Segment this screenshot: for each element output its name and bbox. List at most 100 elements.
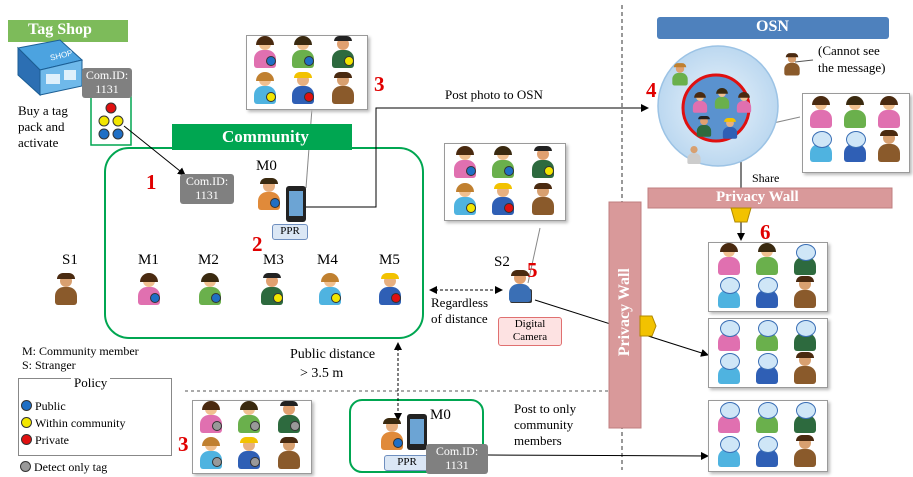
buy-caption-2: pack and <box>18 119 65 134</box>
panel5-pointer <box>527 227 541 284</box>
step-3-bottom: 3 <box>178 432 189 456</box>
activate-arrow <box>123 125 186 176</box>
policy-detect-only: Detect only tag <box>20 460 108 475</box>
camera-label-line-2: Camera <box>512 330 548 343</box>
osn-privacy-wall <box>647 187 893 209</box>
post-photo-arrow <box>306 104 649 208</box>
community-title: Community <box>222 127 309 146</box>
result-panel-3 <box>708 400 828 472</box>
bottom-ppr-label: PPR <box>384 455 430 471</box>
post-only-line-2: community <box>514 417 574 432</box>
osn-figure-2 <box>713 87 731 110</box>
bottom-com-id: Com.ID: 1131 <box>426 444 488 474</box>
post-only-line-1: Post to only <box>514 401 577 416</box>
member-m5-figure <box>376 273 404 307</box>
com-id-label: Com.ID: <box>185 174 229 188</box>
step-6: 6 <box>760 220 771 244</box>
policy-legend-box: Policy Public Within community Private <box>18 375 172 456</box>
regardless-line-2: of distance <box>431 311 488 326</box>
public-distance-line-1: Public distance <box>290 347 376 362</box>
member-m2-figure <box>196 273 224 307</box>
step-5: 5 <box>527 258 538 282</box>
vertical-privacy-wall <box>608 201 642 429</box>
wall-gate <box>639 315 657 337</box>
policy-within-label: Within community <box>35 416 126 430</box>
tag-pack-com-id: Com.ID: 1131 <box>82 68 132 98</box>
owner-label: M0 <box>256 158 277 174</box>
osn-outsider-figure-2 <box>782 53 802 77</box>
legend-s-line: S: Stranger <box>22 358 76 372</box>
shop-icon <box>16 39 84 97</box>
member-m1-label: M1 <box>138 252 159 268</box>
post-photo-label: Post photo to OSN <box>445 87 543 102</box>
camera-label-line-1: Digital <box>514 318 546 330</box>
osn-figure-4 <box>695 115 713 138</box>
step-3: 3 <box>374 72 385 96</box>
phone-icon <box>286 186 306 222</box>
stranger-s1-figure <box>52 273 80 307</box>
ppr-device-label: PPR <box>272 224 308 240</box>
member-m4-label: M4 <box>317 252 338 268</box>
post-only-line-3: members <box>514 433 562 448</box>
detect-only-label: Detect only tag <box>34 460 108 474</box>
cannot-see-line-1: (Cannot see <box>818 43 880 58</box>
public-distance-line-2: > 3.5 m <box>300 366 344 381</box>
regardless-line-1: Regardless <box>431 295 489 310</box>
stranger-s2-figure <box>506 270 534 304</box>
step-4: 4 <box>646 78 657 102</box>
policy-within: Within community <box>21 416 126 431</box>
cannot-see-line <box>794 59 814 63</box>
osn-figure-1 <box>691 91 709 114</box>
step-1: 1 <box>146 170 157 194</box>
policy-private-label: Private <box>35 433 69 447</box>
photo-panel-bottom <box>192 400 312 474</box>
com-id-label: Com.ID: <box>435 444 479 458</box>
osn-share-panel <box>802 93 910 173</box>
result-panel-1 <box>708 242 828 312</box>
community-com-id: Com.ID: 1131 <box>180 174 234 204</box>
com-id-label: Com.ID: <box>85 68 129 82</box>
digital-camera-label: Digital Camera <box>498 317 562 346</box>
policy-title: Policy <box>71 375 111 391</box>
step-2: 2 <box>252 232 263 256</box>
policy-private: Private <box>21 433 69 448</box>
bottom-owner-figure <box>378 418 406 452</box>
legend-m-line: M: Community member <box>22 344 139 358</box>
com-id-value: 1131 <box>195 188 219 203</box>
osn-header-bar <box>657 17 889 39</box>
member-m3-label: M3 <box>263 252 284 268</box>
member-m1-figure <box>135 273 163 307</box>
member-m5-label: M5 <box>379 252 400 268</box>
member-m3-figure <box>258 273 286 307</box>
osn-wall-gate <box>730 207 752 223</box>
tag-shop-header <box>8 20 128 42</box>
osn-outsider-figure-1 <box>670 63 690 87</box>
member-m2-label: M2 <box>198 252 219 268</box>
photo-panel-camera <box>444 143 566 221</box>
policy-public: Public <box>21 399 66 414</box>
tag-shop-title: Tag Shop <box>28 21 92 38</box>
osn-privacy-wall-label: Privacy Wall <box>716 189 799 205</box>
bottom-community-boundary <box>349 399 484 473</box>
policy-public-label: Public <box>35 399 66 413</box>
osn-figure-3 <box>735 91 753 114</box>
share-label: Share <box>752 171 780 185</box>
post-only-arrow <box>487 451 709 460</box>
stranger-s2-label: S2 <box>494 254 510 270</box>
com-id-value: 1131 <box>95 82 119 97</box>
osn-figure-5 <box>721 117 739 140</box>
buy-caption-3: activate <box>18 135 59 150</box>
bottom-owner-label: M0 <box>430 407 451 423</box>
buy-caption-1: Buy a tag <box>18 103 68 118</box>
osn-outsider-figure-3 <box>686 145 703 165</box>
vertical-privacy-wall-label: Privacy Wall <box>615 268 633 357</box>
community-header-bar <box>172 124 352 150</box>
osn-title: OSN <box>756 18 789 35</box>
member-m4-figure <box>316 273 344 307</box>
com-id-value: 1131 <box>445 458 469 473</box>
owner-m0-figure <box>255 178 283 212</box>
photo-panel-community <box>246 35 368 110</box>
cannot-see-line-2: the message) <box>818 60 886 75</box>
result-panel-2 <box>708 318 828 388</box>
phone-icon-bottom <box>407 414 427 450</box>
